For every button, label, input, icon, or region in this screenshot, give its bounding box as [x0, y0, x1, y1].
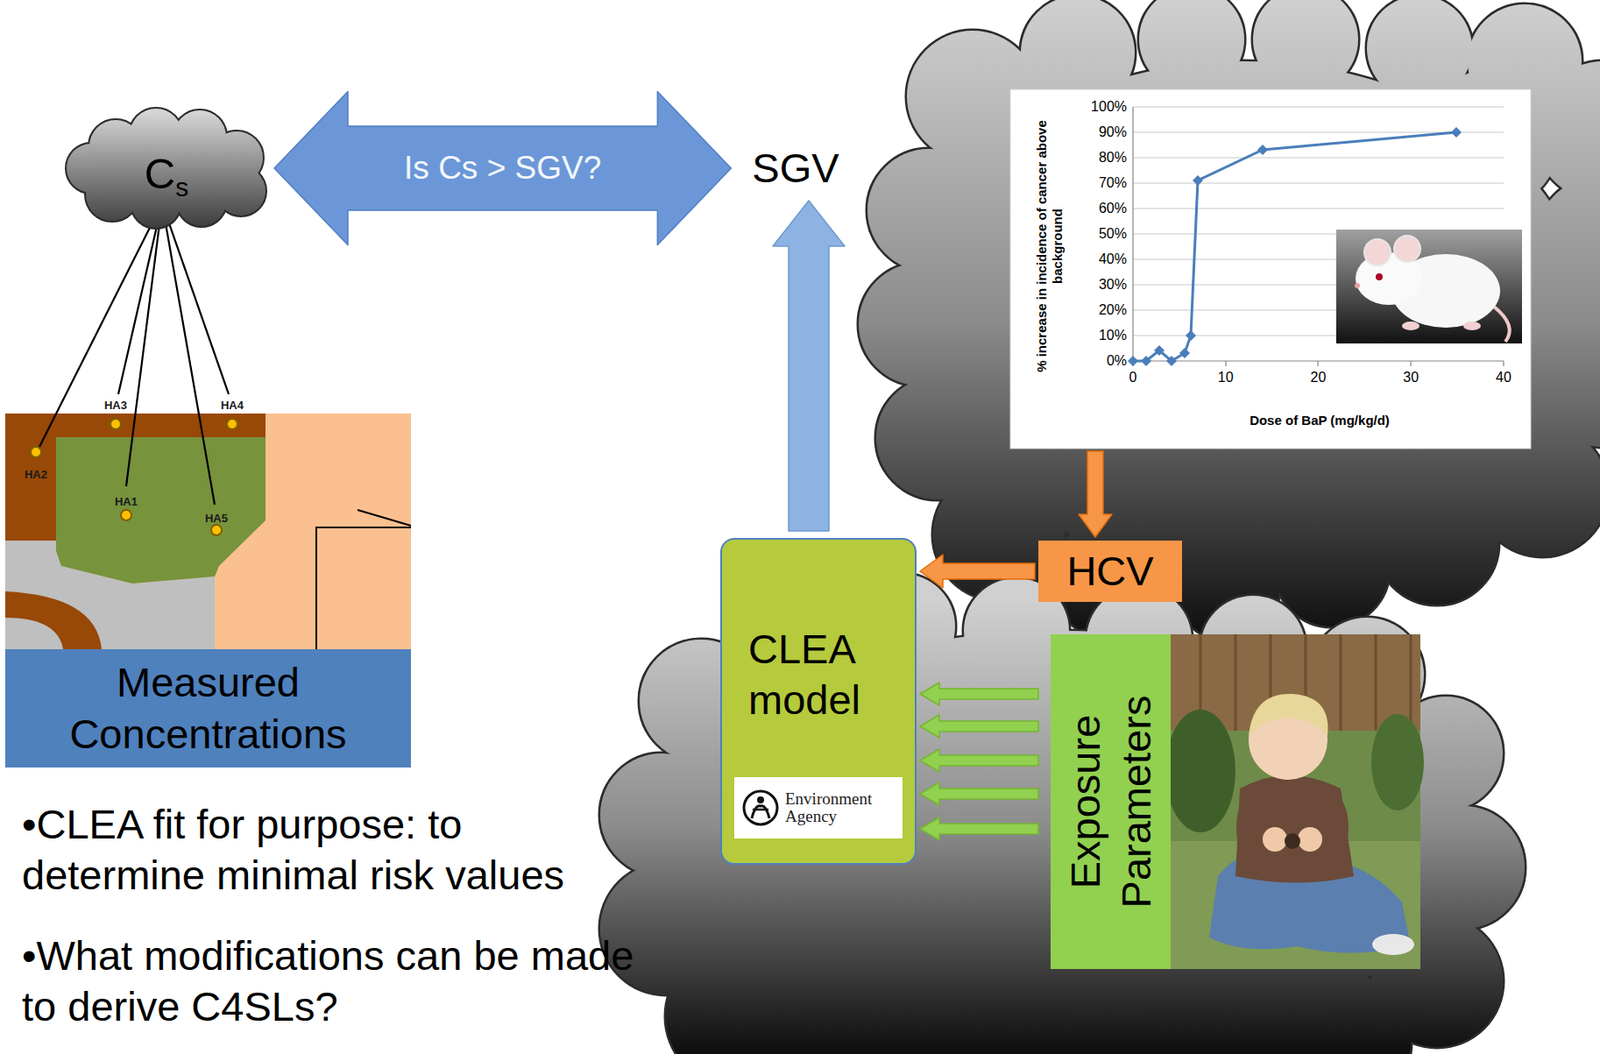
flow-arrow — [772, 200, 845, 531]
sample-point-label: HA3 — [104, 398, 128, 412]
input-arrow — [920, 782, 1039, 806]
agency-icon — [741, 788, 780, 828]
cloud-shape — [858, 0, 1600, 640]
axis-tick-label: 60% — [1098, 200, 1127, 217]
quantity-subscript: s — [175, 174, 189, 201]
process-box: HCV — [1038, 540, 1183, 602]
sample-point-label: HA2 — [24, 467, 48, 482]
quantity-symbol: C — [144, 152, 176, 196]
axis-tick-label: 0% — [1106, 353, 1127, 369]
axis-tick-label: 100% — [1090, 99, 1127, 115]
sample-point-label: HA4 — [220, 398, 244, 412]
logo-text: Environment Agency — [785, 790, 903, 826]
input-arrow — [920, 715, 1039, 738]
axis-tick-label: 10% — [1098, 327, 1127, 344]
axis-title: % increase in incidence of cancer above … — [1033, 101, 1066, 391]
axis-tick-label: 80% — [1098, 149, 1127, 166]
flow-arrow — [920, 554, 1035, 588]
box-label: CLEA model — [748, 623, 908, 727]
input-arrow — [920, 682, 1039, 706]
sample-point-label: HA5 — [205, 511, 228, 525]
axis-tick-label: 20% — [1098, 302, 1127, 319]
axis-tick-label: 40 — [1495, 369, 1512, 386]
axis-tick-label: 20 — [1310, 369, 1327, 386]
axis-tick-label: 40% — [1098, 251, 1127, 268]
comparison-arrow — [274, 92, 731, 246]
axis-tick-label: 0 — [1129, 369, 1138, 386]
leader-line — [39, 203, 229, 505]
axis-tick-label: 10 — [1217, 369, 1234, 386]
flow-arrow — [1078, 451, 1112, 538]
parameters-box: Exposure Parameters — [1050, 634, 1171, 970]
axis-tick-label: 30 — [1402, 369, 1419, 386]
value-name: SGV — [751, 144, 839, 192]
axis-title: Dose of BaP (mg/kg/d) — [1249, 412, 1390, 428]
bullet-note: •What modifications can be made to deriv… — [21, 930, 658, 1034]
axis-tick-label: 90% — [1098, 124, 1127, 141]
model-box: Environment Agency CLEA model — [720, 538, 917, 865]
cloud-node: Cs — [61, 106, 272, 230]
sample-point — [30, 418, 238, 536]
axis-tick-label: 30% — [1098, 276, 1127, 293]
sample-point-label: HA1 — [114, 495, 138, 509]
site-map — [5, 413, 411, 650]
box-label: Measured Concentrations — [12, 657, 404, 760]
process-box: Measured Concentrations — [5, 649, 411, 768]
axis-tick-label: 50% — [1098, 226, 1127, 242]
agency-logo: Environment Agency — [734, 777, 903, 839]
dose-response-chart — [1010, 89, 1531, 449]
axis-tick-label: 70% — [1098, 175, 1127, 192]
box-label: Exposure Parameters — [1059, 644, 1162, 960]
input-arrow — [920, 749, 1039, 772]
chart-panel: % increase in incidence of cancer above … — [1010, 89, 1531, 449]
child-photo — [1165, 634, 1424, 970]
mouse-photo — [1336, 229, 1523, 344]
arrow-label: Is Cs > SGV? — [400, 149, 605, 187]
result-node: SGV — [746, 142, 844, 194]
bullet-note: •CLEA fit for purpose: to determine mini… — [21, 799, 583, 902]
box-label: HCV — [1066, 547, 1154, 595]
input-arrow — [920, 817, 1039, 841]
